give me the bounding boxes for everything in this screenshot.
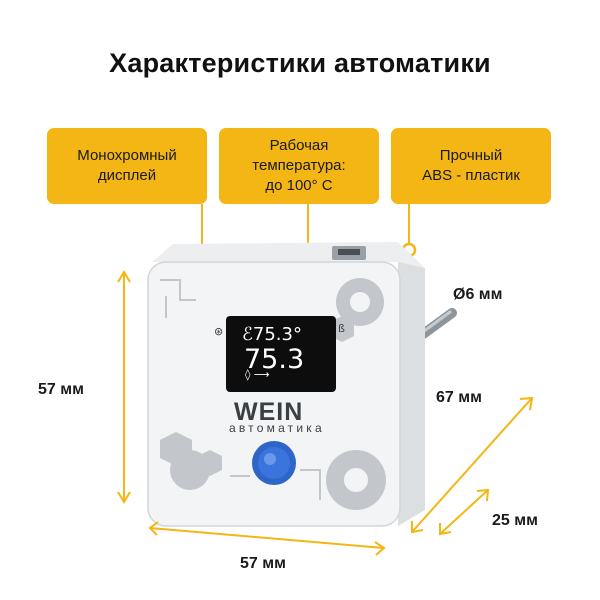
display-main-value: 75.3	[244, 344, 305, 375]
dimension-depth-label: 25 мм	[492, 512, 538, 529]
callout-working-temperature: Рабочая температура: до 100° C	[219, 128, 379, 204]
display-readout: ℰ75.3° 75.3	[228, 318, 334, 390]
dimension-lines	[117, 270, 534, 556]
dimension-height-label: 57 мм	[38, 381, 84, 398]
callout-monochrome-display: Монохромный дисплей	[47, 128, 207, 204]
dimension-diameter-label: Ø6 мм	[453, 286, 503, 303]
display-top-value: ℰ75.3°	[242, 324, 302, 345]
dimension-width-label: 57 мм	[240, 555, 286, 572]
dimension-length-label: 67 мм	[436, 389, 482, 406]
bluetooth-icon: ß	[338, 322, 345, 335]
page-title: Характеристики автоматики	[109, 48, 491, 78]
dim-line-length	[411, 397, 533, 533]
device-side-face	[398, 260, 425, 526]
wifi-icon: ⊛	[214, 325, 223, 338]
callout-abs-plastic: Прочный ABS - пластик	[391, 128, 551, 204]
dim-line-width	[149, 527, 385, 549]
display-screen	[226, 316, 336, 392]
brand-subtitle: автоматика	[229, 421, 325, 435]
brand-logo: WEIN	[234, 398, 304, 426]
display-arrow-icon: ◊ ⟶	[245, 368, 270, 381]
dim-line-depth	[439, 489, 489, 535]
